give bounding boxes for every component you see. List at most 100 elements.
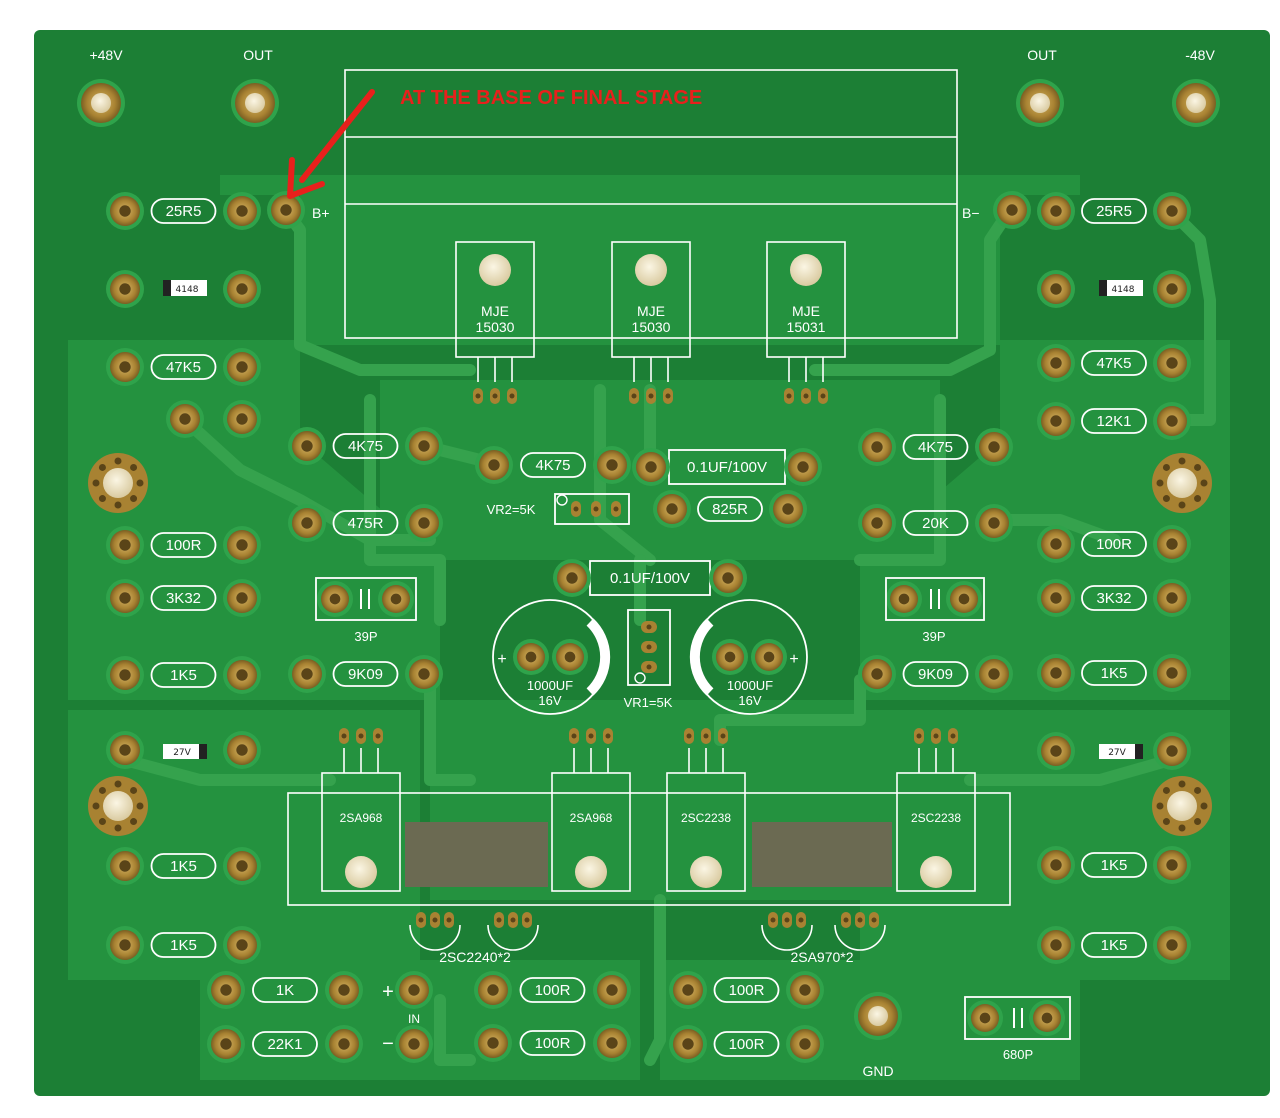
r-3k32-left-pad-b xyxy=(223,579,261,617)
r-9k09-left-pad-b xyxy=(405,655,443,693)
c-680p-label: 680P xyxy=(1003,1047,1033,1062)
c-39p-right-pad-a xyxy=(886,581,922,617)
q-out-3-tab-hole xyxy=(790,254,822,286)
heatsink-outline-bottom xyxy=(287,792,1011,906)
b-minus-pad xyxy=(993,191,1031,229)
q-drv-2-pin-3 xyxy=(603,728,613,744)
r-3k32-right-pad-b xyxy=(1153,579,1191,617)
r-3k32-right-pad-a xyxy=(1037,579,1075,617)
r-4k75-left-label: 4K75 xyxy=(348,438,383,455)
r-25r5-right-label: 25R5 xyxy=(1096,203,1132,220)
r-4k75-center-outline xyxy=(520,452,586,478)
q-drv-1-pin-3 xyxy=(373,728,383,744)
q-small-3-pin-2 xyxy=(782,912,792,928)
vr1-label: VR1=5K xyxy=(624,695,673,710)
r-1k-outline xyxy=(252,977,318,1003)
vr2-pin-3 xyxy=(611,501,621,517)
q-drv-1-label: 2SA968 xyxy=(340,811,383,825)
r-12k1-pad-a xyxy=(1037,402,1075,440)
q-drv-1-pin-2 xyxy=(356,728,366,744)
in-plus-sign: + xyxy=(382,981,394,1003)
r-20k-label: 20K xyxy=(922,515,949,532)
r-1k5-right-2-pad-b xyxy=(1153,846,1191,884)
r-1k5-right-2-outline xyxy=(1081,852,1147,878)
r-1k-pad-b xyxy=(325,971,363,1009)
in-minus-sign: − xyxy=(382,1033,394,1055)
r-3k32-left-outline xyxy=(150,585,217,611)
r-4k75-center-label: 4K75 xyxy=(535,457,570,474)
r-825r-pad-a xyxy=(653,490,691,528)
r-3k32-left-label: 3K32 xyxy=(166,590,201,607)
r-22k1-label: 22K1 xyxy=(267,1036,302,1053)
r-1k5-left-1-label: 1K5 xyxy=(170,667,197,684)
r-100r-left-label: 100R xyxy=(166,537,202,554)
r-1k5-left-2-outline xyxy=(150,853,217,879)
c-1000uf-left-line1: 1000UF xyxy=(527,678,573,693)
q-out-1-line2: 15030 xyxy=(476,319,515,335)
r-1k5-right-1-pad-a xyxy=(1037,654,1075,692)
q-drv-3-pin-3 xyxy=(718,728,728,744)
r-100r-bottom-4-outline xyxy=(713,1031,780,1057)
q-drv-4-pin-1 xyxy=(914,728,924,744)
vr2-label: VR2=5K xyxy=(487,502,536,517)
d-4148-left-pad-b xyxy=(223,270,261,308)
label-out-right: OUT xyxy=(1027,47,1057,63)
cap-plus-right: + xyxy=(789,651,798,668)
r-22k1-pad-a xyxy=(207,1025,245,1063)
r-20k-outline xyxy=(902,510,969,536)
c-01uf-mid-label: 0.1UF/100V xyxy=(610,570,690,587)
c-680p-pad-a xyxy=(967,1000,1003,1036)
r-100r-right-outline xyxy=(1081,531,1147,557)
r-47k5-right-pad-b xyxy=(1153,344,1191,382)
r-1k5-right-1-outline xyxy=(1081,660,1147,686)
c-01uf-top-label: 0.1UF/100V xyxy=(687,459,767,476)
label-gnd: GND xyxy=(862,1063,893,1079)
d-4148-right-pad-a xyxy=(1037,270,1075,308)
c-01uf-mid-pad-a xyxy=(553,559,591,597)
q-small-1-pin-1 xyxy=(416,912,426,928)
vr2-pin-1 xyxy=(571,501,581,517)
q-out-1-pin-1 xyxy=(473,388,483,404)
q-small-left-label: 2SC2240*2 xyxy=(439,949,511,965)
r-4k75-right-outline xyxy=(902,434,969,460)
r-100r-bottom-3-pad-b xyxy=(786,971,824,1009)
r-1k5-right-3-label: 1K5 xyxy=(1101,937,1128,954)
r-100r-bottom-2-outline xyxy=(519,1030,586,1056)
q-small-4-pin-2 xyxy=(855,912,865,928)
c-39p-left-pad-b xyxy=(378,581,414,617)
r-100r-bottom-1-label: 100R xyxy=(535,982,571,999)
r-47k5-right-pad-a xyxy=(1037,344,1075,382)
r-9k09-right-label: 9K09 xyxy=(918,666,953,683)
r-3k32-left-pad-a xyxy=(106,579,144,617)
r-100r-bottom-1-outline xyxy=(519,977,586,1003)
r-1k5-left-3-label: 1K5 xyxy=(170,937,197,954)
r-4k75-left-pad-a xyxy=(288,427,326,465)
annotation-arrow xyxy=(287,89,375,199)
c-01uf-mid-pad-b xyxy=(709,559,747,597)
cap-plus-left: + xyxy=(497,651,506,668)
r-1k-label: 1K xyxy=(276,982,294,999)
r-47k5-left-pad-b xyxy=(223,348,261,386)
r-4k75-left-outline xyxy=(332,433,399,459)
r-100r-right-pad-b xyxy=(1153,525,1191,563)
q-out-2-pin-1 xyxy=(629,388,639,404)
cap-polarity-band-left xyxy=(586,618,611,696)
mount-left-top xyxy=(88,453,148,513)
r-47k5-right-outline xyxy=(1081,350,1147,376)
c-39p-right-label: 39P xyxy=(922,629,945,644)
r-25r5-left-label: 25R5 xyxy=(166,203,202,220)
q-small-2-pin-1 xyxy=(494,912,504,928)
r-47k5-left-outline xyxy=(150,354,217,380)
r-25r5-right-outline xyxy=(1081,198,1147,224)
q-out-3-line2: 15031 xyxy=(787,319,826,335)
q-out-1-line1: MJE xyxy=(481,303,509,319)
q-small-4-pin-1 xyxy=(841,912,851,928)
q-drv-3-pin-2 xyxy=(701,728,711,744)
r-9k09-right-pad-b xyxy=(975,655,1013,693)
z-27v-right-pad-a xyxy=(1037,732,1075,770)
r-1k5-right-3-pad-b xyxy=(1153,926,1191,964)
label-out-left: OUT xyxy=(243,47,273,63)
cap-polarity-band-right xyxy=(689,618,714,696)
